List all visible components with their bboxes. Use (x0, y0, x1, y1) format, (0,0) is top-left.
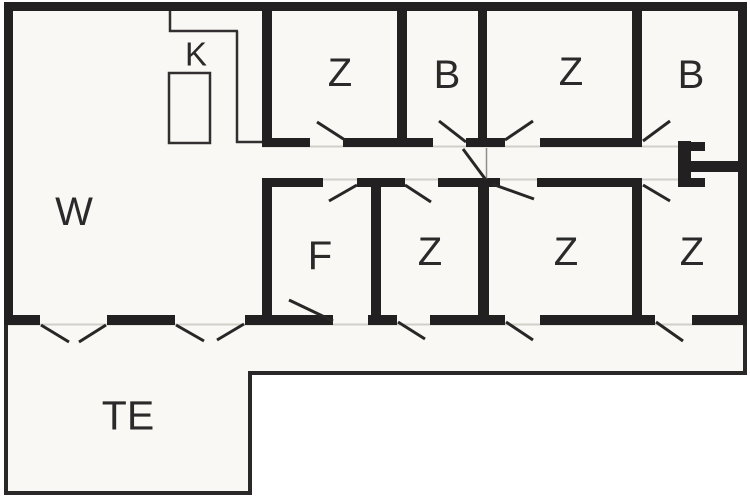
room-label-bedroom-bottom-2: Z (553, 230, 579, 274)
walls (4, 2, 747, 325)
corridor-walls (262, 138, 642, 187)
door-swing-lines (40, 119, 684, 344)
interior-walls-upper (262, 2, 642, 147)
room-label-living-room: W (55, 190, 93, 234)
kitchen-counter (167, 71, 212, 145)
room-label-bedroom-top-2: Z (558, 50, 584, 94)
corridor-end-door-frame (678, 141, 747, 187)
room-label-bath-top-1: B (433, 53, 461, 97)
interior-walls-lower (262, 178, 642, 325)
room-label-bath-top-2: B (677, 53, 705, 97)
terrace-outline (4, 325, 747, 495)
room-label-room-f: F (307, 234, 333, 278)
room-label-kitchen: K (184, 35, 208, 73)
kitchen-lines (167, 10, 264, 145)
room-label-bedroom-top-1: Z (327, 51, 353, 95)
room-label-bedroom-bottom-1: Z (417, 230, 443, 274)
room-label-bedroom-bottom-3: Z (679, 230, 705, 274)
room-label-terrace: TE (101, 392, 155, 439)
